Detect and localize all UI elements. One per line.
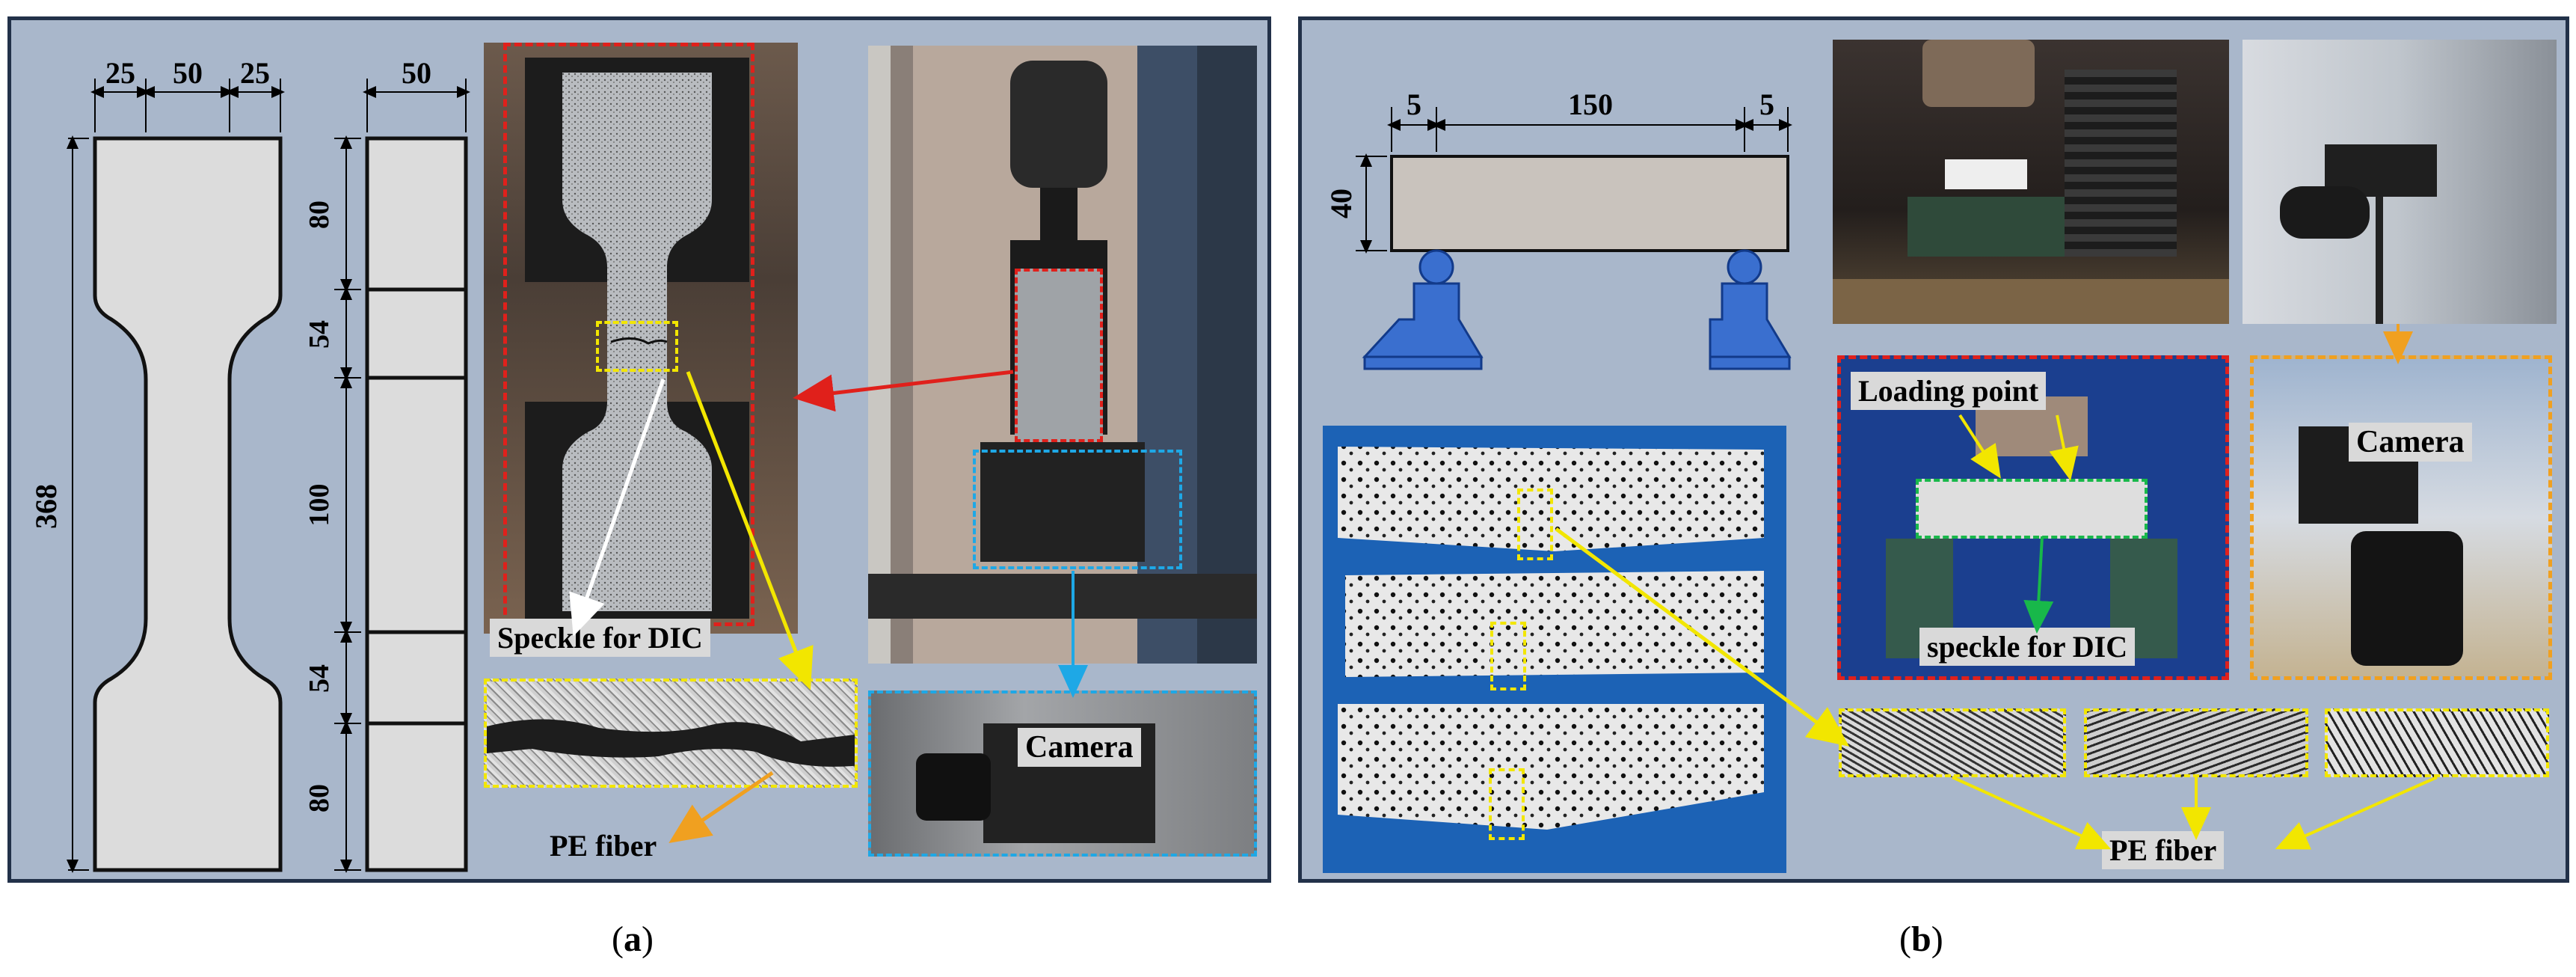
- tensile-specimen-drawing: 25 50 25 368 50 80 54 10: [29, 56, 470, 873]
- side-view-specimen: [365, 136, 468, 872]
- left-support: [1362, 249, 1484, 370]
- broken-beams-photo: [1323, 426, 1786, 873]
- dim-25-left: 25: [105, 56, 135, 90]
- caption-a: (a): [612, 919, 654, 959]
- camera-label: Camera: [1018, 728, 1141, 767]
- pe-fiber-label: PE fiber: [550, 829, 657, 863]
- loading-arrow-left: [1958, 414, 2001, 479]
- flexural-machine-photo: [1833, 40, 2229, 324]
- white-speckle-arrow: [569, 379, 665, 637]
- camera-tripod-photo: [2243, 40, 2557, 324]
- beam: [1390, 155, 1789, 252]
- dim-100: 100: [304, 484, 335, 527]
- crack-box-2: [1490, 622, 1526, 690]
- yellow-dashed-crack-box: [596, 321, 678, 372]
- orange-fiber-arrow: [668, 771, 774, 844]
- dim-150: 150: [1568, 88, 1613, 121]
- crack-box-1: [1517, 488, 1553, 560]
- yellow-crack-arrow: [686, 371, 814, 690]
- panel-a-arrows: [569, 370, 1088, 844]
- caption-b: (b): [1899, 919, 1943, 959]
- dim-54-top: 54: [304, 320, 335, 349]
- crack-closeup-photo: [484, 679, 858, 788]
- panel-b: 5 150 5 40: [1298, 16, 2569, 883]
- beam-3: [1338, 704, 1764, 830]
- yellow-crack-link: [1555, 527, 1850, 747]
- camera-orange-photo: [2250, 355, 2552, 680]
- dim-5-left: 5: [1407, 88, 1421, 121]
- red-dashed-small-frame: [1015, 269, 1103, 442]
- camera-label-b: Camera: [2349, 423, 2472, 462]
- caption-a-letter: a: [623, 919, 642, 959]
- fiber-closeup-3: [2325, 708, 2549, 777]
- right-support: [1709, 249, 1792, 370]
- dim-5-right: 5: [1759, 88, 1774, 121]
- dim-25-right: 25: [240, 56, 270, 90]
- specimen-photo: [484, 43, 798, 634]
- specimen-speckle: [562, 73, 712, 611]
- panel-a: 25 50 25 368 50 80 54 10: [7, 16, 1271, 883]
- fiber-closeup-2: [2084, 708, 2308, 777]
- dim-50-side: 50: [402, 56, 431, 90]
- dim-40: 40: [1324, 189, 1358, 218]
- dim-80-bottom: 80: [304, 784, 335, 812]
- dim-50-top: 50: [173, 56, 203, 90]
- red-link-arrow: [793, 370, 1014, 412]
- crack-box-3: [1489, 768, 1525, 840]
- speckle-label-b: speckle for DIC: [1919, 628, 2136, 666]
- beam-drawing: 5 150 5 40: [1324, 88, 1792, 370]
- loading-arrow-right: [2049, 414, 2079, 481]
- fiber-arrow-1: [1952, 776, 2112, 850]
- dim-80-top: 80: [304, 200, 335, 229]
- fiber-arrow-3: [2275, 776, 2438, 850]
- test-machine-photo: [868, 46, 1257, 664]
- beam-2: [1345, 571, 1764, 677]
- green-dashed-specimen: [1916, 479, 2148, 539]
- dim-368: 368: [29, 484, 63, 529]
- dogbone-outline: [93, 136, 283, 872]
- panel-b-arrows: [1555, 324, 2438, 850]
- dim-54-bottom: 54: [304, 664, 335, 693]
- caption-b-letter: b: [1911, 919, 1931, 959]
- green-speckle-arrow: [2023, 536, 2054, 634]
- blue-dashed-camera-frame: [973, 450, 1182, 569]
- loading-point-label: Loading point: [1851, 372, 2047, 410]
